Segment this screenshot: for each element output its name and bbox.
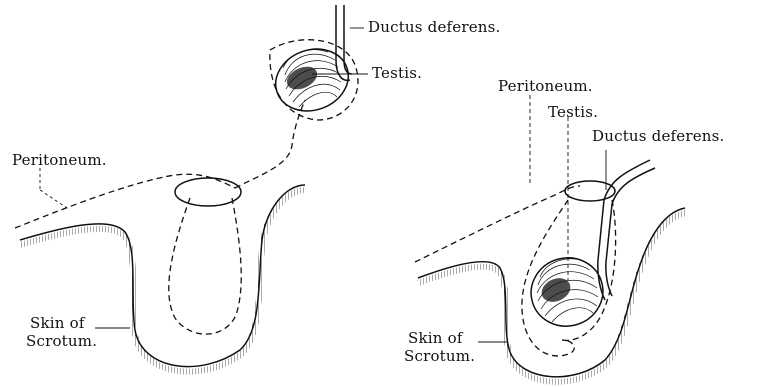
left-peritoneum-leader-2 [40, 190, 70, 210]
left-testis-label: Testis. [372, 65, 422, 82]
left-peritoneum-label: Peritoneum. [12, 152, 107, 169]
left-skin-of-scrotum-label-line2: Scrotum. [26, 333, 97, 350]
right-testis-label: Testis. [548, 104, 598, 121]
right-skin-of-scrotum-label-line1: Skin of [408, 330, 463, 347]
right-processus-vaginalis [522, 200, 574, 356]
left-inguinal-ring [175, 178, 241, 206]
left-peritoneum-line [15, 174, 235, 228]
left-processus-vaginalis [169, 198, 241, 334]
right-peritoneum-line [415, 186, 580, 262]
right-skin-of-scrotum-label-line2: Scrotum. [404, 348, 475, 365]
right-peritoneum-label: Peritoneum. [498, 78, 593, 95]
right-ductus-deferens-label: Ductus deferens. [592, 128, 725, 145]
left-ductus-deferens-label: Ductus deferens. [368, 19, 501, 36]
left-gubernaculum-line [235, 100, 305, 188]
left-skin-of-scrotum-label-line1: Skin of [30, 315, 85, 332]
